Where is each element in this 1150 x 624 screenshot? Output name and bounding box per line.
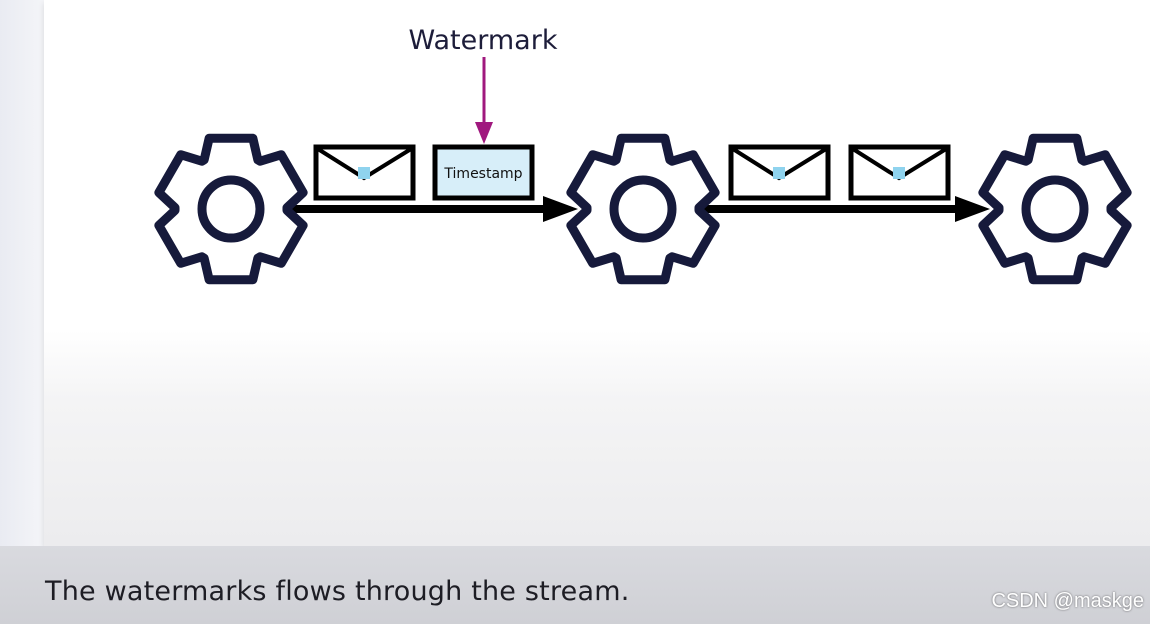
gear-hub xyxy=(1021,175,1089,243)
gear-icon xyxy=(566,133,720,285)
credit-watermark: CSDN @maskge xyxy=(991,590,1144,612)
stream-arrow-2-head xyxy=(955,196,990,222)
gear-icon xyxy=(154,133,308,285)
stream-diagram: Watermark Timestamp xyxy=(154,25,1132,285)
envelope-icon xyxy=(728,144,831,201)
stream-arrow-1-head xyxy=(543,196,578,222)
slide-canvas: Watermark Timestamp xyxy=(44,0,1150,546)
timestamp-label: Timestamp xyxy=(443,166,522,182)
caption-text: The watermarks flows through the stream. xyxy=(45,576,630,607)
watermark-label: Watermark xyxy=(409,25,558,56)
watermark-pointer-head xyxy=(475,122,493,144)
envelope-icon xyxy=(313,144,416,201)
subtitle-bar xyxy=(0,546,1150,624)
envelope-icon xyxy=(848,144,951,201)
gear-hub xyxy=(609,175,677,243)
gear-hub xyxy=(197,175,265,243)
timestamp-box: Timestamp xyxy=(432,144,535,201)
gear-icon xyxy=(978,133,1132,285)
